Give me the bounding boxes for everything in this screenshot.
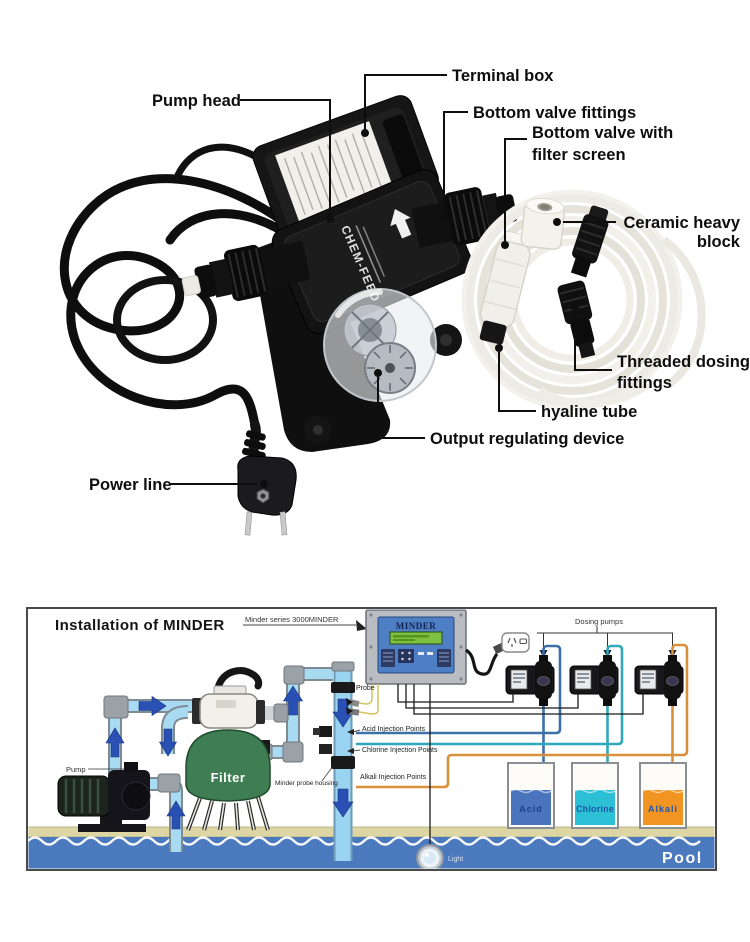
- probe-housing-label: Minder probe housing: [275, 780, 338, 787]
- label-ceramic-2: block: [697, 233, 741, 251]
- label-threaded-1: Threaded dosing: [617, 353, 750, 371]
- chlorine-container: Chlorine: [571, 762, 619, 829]
- injection-tee: [319, 726, 332, 737]
- chemical-containers: Acid Chlorine Alkali: [507, 762, 687, 829]
- alkali-container-label: Alkali: [648, 804, 678, 814]
- controller-lcd: [389, 631, 443, 645]
- label-hyaline-tube: hyaline tube: [541, 403, 637, 421]
- callout-lines: [170, 74, 616, 488]
- filter-label: Filter: [211, 770, 246, 785]
- callout-labels: Terminal box Pump head Bottom valve fitt…: [89, 67, 750, 494]
- signal-wires: [397, 684, 644, 846]
- diagram-title: Installation of MINDER: [55, 617, 225, 634]
- probe-connectors: [346, 698, 360, 716]
- controller-power-cord: [464, 648, 499, 676]
- inlet-valve-fitting: [181, 240, 311, 302]
- probe-housing-column: [313, 661, 379, 861]
- label-power-line: Power line: [89, 476, 172, 494]
- product-photo-section: CHEM-FEED: [59, 67, 750, 536]
- bottom-valve-filter-screen: [479, 230, 531, 345]
- dosing-pump-2: [569, 655, 619, 706]
- label-threaded-2: fittings: [617, 374, 672, 392]
- filter-tank: [185, 729, 271, 802]
- probe-label: Probe: [356, 685, 375, 692]
- alkali-container: Alkali: [639, 762, 687, 829]
- multiport-valve: [192, 667, 289, 729]
- circulation-pump: Pump: [57, 762, 151, 832]
- hyaline-tube-coil: [461, 189, 706, 411]
- controller-brand: MINDER: [396, 621, 437, 631]
- water-wave: [28, 836, 701, 846]
- chlorine-injection-label: Chlorine Injection Points: [362, 747, 438, 754]
- callout-arrowhead-icon: [356, 620, 367, 631]
- label-ceramic-1: Ceramic heavy: [624, 214, 741, 232]
- power-socket-icon: [501, 632, 530, 653]
- label-bottom-valve-fittings: Bottom valve fittings: [473, 104, 636, 122]
- acid-injection-label: Acid Injection Points: [362, 726, 426, 733]
- label-pump-head: Pump head: [152, 92, 241, 110]
- label-output-regulating: Output regulating device: [430, 430, 624, 448]
- installation-diagram: Installation of MINDER Minder series 300…: [26, 607, 717, 871]
- ceramic-heavy-block: [520, 197, 566, 251]
- acid-container-label: Acid: [519, 804, 543, 814]
- pool-water: [28, 837, 715, 869]
- pool-light: Light: [416, 844, 463, 869]
- threaded-dosing-fittings: [557, 205, 609, 359]
- chlorine-container-label: Chlorine: [576, 804, 614, 814]
- pool-label: Pool: [662, 850, 703, 867]
- label-bottom-valve-filter-1: Bottom valve with: [532, 124, 673, 142]
- controller-keypad: [398, 649, 414, 663]
- dosing-pump-unit: CHEM-FEED: [181, 95, 518, 452]
- label-terminal-box: Terminal box: [452, 67, 554, 85]
- output-regulating-dial: [364, 342, 416, 394]
- outlet-valve-fitting: [411, 187, 518, 248]
- sand-filter: Filter: [185, 729, 271, 831]
- minder-controller: MINDER: [365, 609, 467, 685]
- controller-callout: Minder series 3000MINDER: [245, 615, 339, 624]
- plug-pin: [279, 511, 288, 536]
- dosing-pump-3: [634, 655, 684, 706]
- alkali-injection-label: Alkali Injection Points: [360, 774, 427, 781]
- light-label: Light: [448, 856, 463, 863]
- injection-tee: [319, 744, 332, 754]
- label-bottom-valve-filter-2: filter screen: [532, 146, 626, 164]
- flow-arrow-icon: [390, 208, 412, 239]
- dosing-pump-1: [505, 655, 555, 706]
- dosing-pumps-label: Dosing pumps: [575, 617, 623, 626]
- pump-label: Pump: [66, 765, 86, 774]
- pool-plumbing: [103, 665, 333, 852]
- plug-pin: [244, 511, 253, 536]
- controller-grille: [381, 649, 451, 667]
- acid-container: Acid: [507, 762, 555, 829]
